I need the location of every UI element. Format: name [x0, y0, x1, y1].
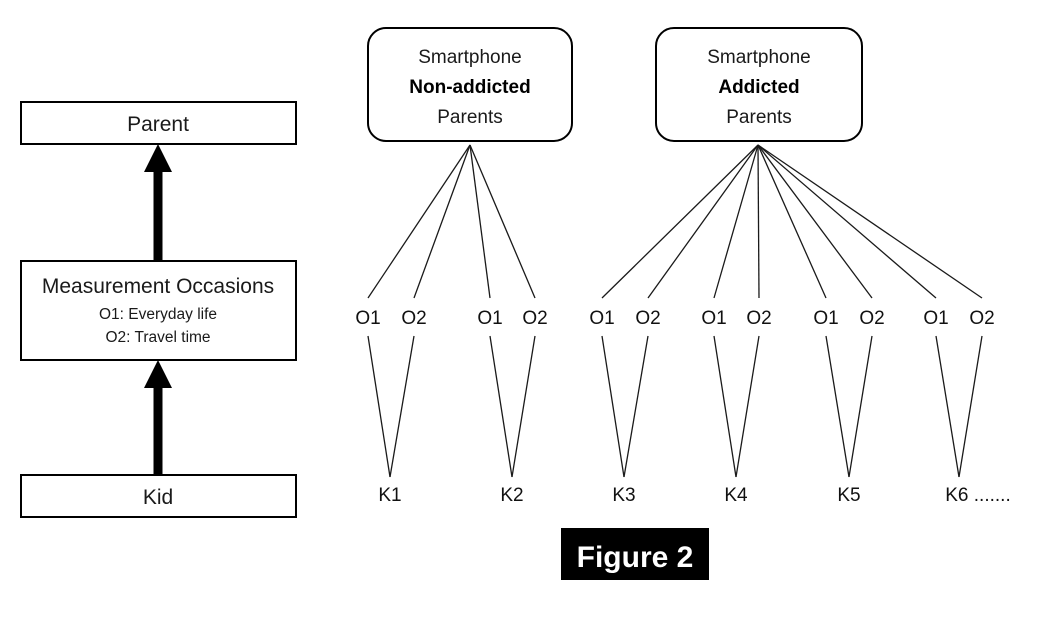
edge-occasion-kid: [735, 335, 760, 478]
box-kid-label: Kid: [143, 486, 173, 509]
edge-parent-occasion: [367, 144, 471, 299]
occasion-label: O2: [401, 308, 426, 329]
occasion-label: O2: [746, 308, 771, 329]
edge-occasion-kid: [935, 335, 960, 478]
occasion-label: O1: [813, 308, 838, 329]
kid-label: K1: [378, 485, 401, 506]
arrow-kid-to-occasions: [144, 360, 172, 475]
edge-occasion-kid: [623, 335, 649, 478]
edge-occasion-kid: [848, 335, 873, 478]
edge-parent-occasion: [469, 144, 491, 299]
edge-parent-occasion: [647, 144, 759, 299]
edge-parent-occasion: [713, 144, 759, 299]
kid-label: K3: [612, 485, 635, 506]
edge-parent-occasion: [413, 144, 471, 299]
edge-occasion-kid: [511, 335, 536, 478]
edge-occasion-kid: [825, 335, 850, 478]
edge-occasion-kid: [367, 335, 391, 478]
occasion-label: O1: [589, 308, 614, 329]
occasion-label: O1: [923, 308, 948, 329]
occasion-label: O2: [859, 308, 884, 329]
occasion-label: O1: [355, 308, 380, 329]
edge-parent-occasion: [601, 144, 759, 299]
node-non-addicted-parents-rect: [367, 27, 573, 142]
edges-occasions-to-kids-non-addicted: [367, 335, 536, 478]
edge-occasion-kid: [958, 335, 983, 478]
edge-parent-occasion: [469, 144, 536, 299]
box-measurement-occasions-label: Measurement Occasions: [42, 275, 274, 298]
occasion-label: O2: [969, 308, 994, 329]
group-non-addicted: Smartphone Non-addicted Parents O1 O2 O1…: [355, 27, 573, 506]
node-addicted-line-1: Smartphone: [707, 47, 811, 68]
edge-occasion-kid: [713, 335, 737, 478]
group-addicted: Smartphone Addicted Parents O1 O2 O1 O2 …: [589, 27, 1011, 506]
kid-label: K5: [837, 485, 860, 506]
edge-parent-occasion: [757, 144, 873, 299]
node-addicted-parents-rect: [655, 27, 863, 142]
occasion-label: O1: [701, 308, 726, 329]
node-non-addicted-line-2: Non-addicted: [409, 77, 530, 98]
node-addicted-line-2: Addicted: [718, 77, 799, 98]
edge-occasion-kid: [601, 335, 625, 478]
box-parent-rect: [20, 101, 297, 145]
kid-label: K4: [724, 485, 748, 506]
box-measurement-occasions: Measurement Occasions O1: Everyday life …: [20, 260, 297, 361]
edge-parent-occasion: [757, 144, 937, 299]
edges-occasions-to-kids-addicted: [601, 335, 983, 478]
box-measurement-occasions-sub-1: O1: Everyday life: [99, 306, 217, 323]
edge-parent-occasion: [757, 144, 760, 299]
kid-label: K6 .......: [945, 485, 1010, 506]
figure-caption: Figure 2: [561, 528, 709, 580]
edge-parent-occasion: [757, 144, 983, 299]
edges-non-addicted-to-occasions: [367, 144, 536, 299]
box-parent: Parent: [20, 101, 297, 145]
edges-addicted-to-occasions: [601, 144, 983, 299]
figure-caption-background: [561, 528, 709, 580]
arrow-occasions-to-parent: [144, 144, 172, 261]
occasion-label: O1: [477, 308, 502, 329]
kid-label: K2: [500, 485, 523, 506]
occasion-label: O2: [522, 308, 547, 329]
box-measurement-occasions-sub-2: O2: Travel time: [105, 329, 210, 346]
box-measurement-occasions-rect: [20, 260, 297, 361]
node-non-addicted-line-3: Parents: [437, 107, 502, 128]
box-parent-label: Parent: [127, 113, 189, 136]
box-kid-rect: [20, 474, 297, 518]
figure-caption-label: Figure 2: [577, 541, 694, 574]
node-non-addicted-line-1: Smartphone: [418, 47, 522, 68]
arrow-head-up: [144, 144, 172, 172]
box-kid: Kid: [20, 474, 297, 518]
edge-occasion-kid: [389, 335, 415, 478]
edge-occasion-kid: [489, 335, 513, 478]
arrow-head-up: [144, 360, 172, 388]
occasion-label: O2: [635, 308, 660, 329]
edge-parent-occasion: [757, 144, 827, 299]
node-addicted-line-3: Parents: [726, 107, 791, 128]
